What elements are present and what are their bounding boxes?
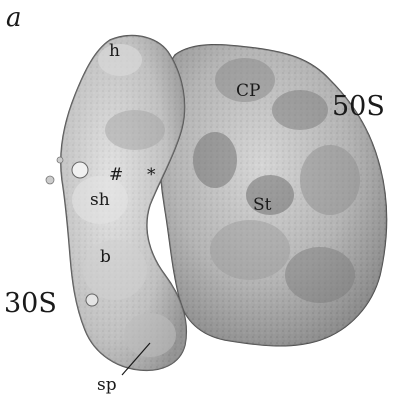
label-body: b bbox=[100, 247, 111, 267]
label-hash: # bbox=[109, 165, 123, 185]
label-30s: 30S bbox=[4, 288, 57, 319]
panel-label: a bbox=[6, 3, 22, 33]
label-stalk: St bbox=[253, 195, 272, 215]
label-spur: sp bbox=[97, 375, 117, 395]
label-head: h bbox=[109, 41, 120, 61]
label-central-protuberance: CP bbox=[236, 81, 260, 101]
large-subunit-density bbox=[159, 45, 386, 346]
label-50s: 50S bbox=[332, 91, 385, 122]
label-asterisk: * bbox=[147, 165, 156, 185]
label-shoulder: sh bbox=[90, 190, 110, 210]
